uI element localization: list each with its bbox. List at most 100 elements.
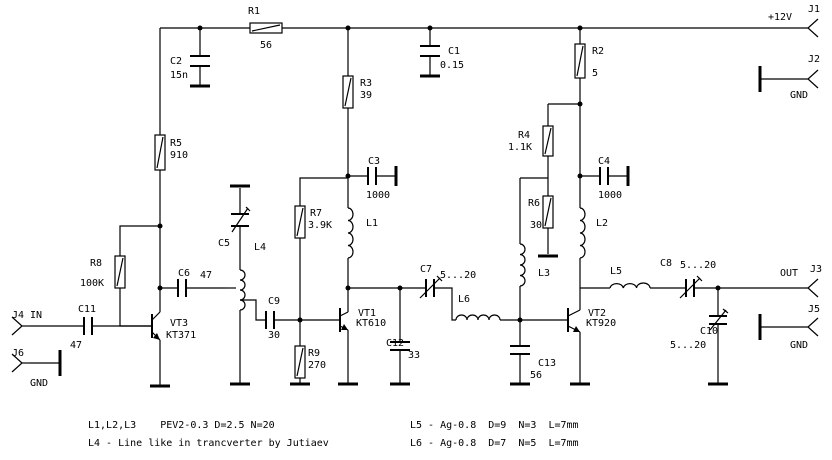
label-c13: C13 — [538, 358, 556, 369]
label-vt3-type: KT371 — [166, 330, 196, 341]
note-l1-l2-l3: L1,L2,L3 PEV2-0.3 D=2.5 N=20 — [88, 420, 275, 431]
label-j5-gnd: GND — [790, 340, 808, 351]
inductor-l6 — [455, 314, 501, 321]
label-r1-value: 56 — [260, 40, 272, 51]
label-c5: C5 — [218, 238, 230, 249]
label-c2: C2 — [170, 56, 182, 67]
label-r2: R2 — [592, 46, 604, 57]
label-l1: L1 — [366, 218, 378, 229]
resistor-r1 — [249, 22, 283, 34]
wires — [30, 27, 808, 386]
resistor-r7 — [294, 205, 306, 239]
ground-symbols — [30, 66, 808, 388]
label-j4: J4 — [12, 310, 24, 321]
capacitor-c3 — [367, 167, 377, 185]
capacitor-c12 — [390, 341, 410, 351]
label-l6: L6 — [458, 294, 470, 305]
label-r1: R1 — [248, 6, 260, 17]
label-r3: R3 — [360, 78, 372, 89]
label-c3-value: 1000 — [366, 190, 390, 201]
connector-j5 — [807, 317, 819, 337]
label-r8-value: 100K — [80, 278, 104, 289]
label-j5: J5 — [808, 304, 820, 315]
label-c4-value: 1000 — [598, 190, 622, 201]
label-r6-value: 30 — [530, 220, 542, 231]
capacitor-c1 — [420, 45, 440, 57]
resistor-r9 — [294, 345, 306, 379]
transistor-vt3 — [151, 311, 161, 341]
label-r3-value: 39 — [360, 90, 372, 101]
label-vt3: VT3 — [170, 318, 188, 329]
label-c1: C1 — [448, 46, 460, 57]
component-labels: R1 56 J1 +12V C2 15n R3 39 C1 0.15 R2 5 … — [12, 4, 822, 389]
inductor-l1 — [347, 207, 354, 259]
label-c10-value: 5...20 — [670, 340, 706, 351]
connector-j4 — [11, 316, 30, 336]
label-r9-value: 270 — [308, 360, 326, 371]
label-c6: C6 — [178, 268, 190, 279]
capacitor-c9 — [265, 311, 275, 329]
note-l4: L4 - Line like in trancverter by Jutiaev — [88, 438, 329, 449]
trimmer-capacitor-c5 — [231, 206, 251, 233]
label-vt1: VT1 — [358, 308, 376, 319]
connector-j2 — [807, 69, 819, 89]
label-r6: R6 — [528, 198, 540, 209]
label-c8-value: 5...20 — [680, 260, 716, 271]
label-j2-gnd: GND — [790, 90, 808, 101]
label-r4: R4 — [518, 130, 530, 141]
label-j3: J3 — [810, 264, 822, 275]
connector-j3 — [807, 278, 819, 298]
label-l2: L2 — [596, 218, 608, 229]
resistor-r5 — [154, 134, 166, 171]
label-c9: C9 — [268, 296, 280, 307]
label-l5: L5 — [610, 266, 622, 277]
resistor-r2 — [574, 43, 586, 79]
label-in: IN — [30, 310, 42, 321]
label-l3: L3 — [538, 268, 550, 279]
capacitor-c4 — [599, 167, 609, 185]
inductor-l4 — [239, 269, 246, 311]
label-c6-value: 47 — [200, 270, 212, 281]
capacitor-c6 — [177, 279, 187, 297]
label-c11: C11 — [78, 304, 96, 315]
winding-notes: L1,L2,L3 PEV2-0.3 D=2.5 N=20 L4 - Line l… — [88, 420, 579, 449]
inductor-l3 — [519, 243, 526, 287]
connector-j6 — [11, 353, 30, 373]
label-r7: R7 — [310, 208, 322, 219]
label-j6-gnd: GND — [30, 378, 48, 389]
capacitor-c13 — [510, 345, 530, 355]
label-j6: J6 — [12, 348, 24, 359]
label-c11-value: 47 — [70, 340, 82, 351]
label-c10: C10 — [700, 326, 718, 337]
label-out: OUT — [780, 268, 798, 279]
label-c7-value: 5...20 — [440, 270, 476, 281]
label-r2-value: 5 — [592, 68, 598, 79]
transistor-vt2 — [567, 308, 581, 333]
label-c12-value: 33 — [408, 350, 420, 361]
connector-j1 — [807, 18, 819, 38]
capacitor-c11 — [83, 317, 93, 335]
label-r5-value: 910 — [170, 150, 188, 161]
label-vt1-type: KT610 — [356, 318, 386, 329]
label-c4: C4 — [598, 156, 610, 167]
label-r4-value: 1.1K — [508, 142, 532, 153]
label-j2: J2 — [808, 54, 820, 65]
label-c3: C3 — [368, 156, 380, 167]
resistor-r3 — [342, 75, 354, 109]
junctions — [157, 25, 721, 323]
label-r5: R5 — [170, 138, 182, 149]
note-l5: L5 - Ag-0.8 D=9 N=3 L=7mm — [410, 420, 579, 431]
label-vt2-type: KT920 — [586, 318, 616, 329]
label-c1-value: 0.15 — [440, 60, 464, 71]
resistor-r6 — [542, 195, 554, 229]
trimmer-capacitor-c7 — [419, 275, 443, 299]
label-c8: C8 — [660, 258, 672, 269]
note-l6: L6 - Ag-0.8 D=7 N=5 L=7mm — [410, 438, 579, 449]
resistor-r8 — [114, 255, 126, 289]
label-vt2: VT2 — [588, 308, 606, 319]
label-c7: C7 — [420, 264, 432, 275]
label-r9: R9 — [308, 348, 320, 359]
label-12v: +12V — [768, 12, 792, 23]
trimmer-capacitor-c8 — [679, 275, 703, 299]
